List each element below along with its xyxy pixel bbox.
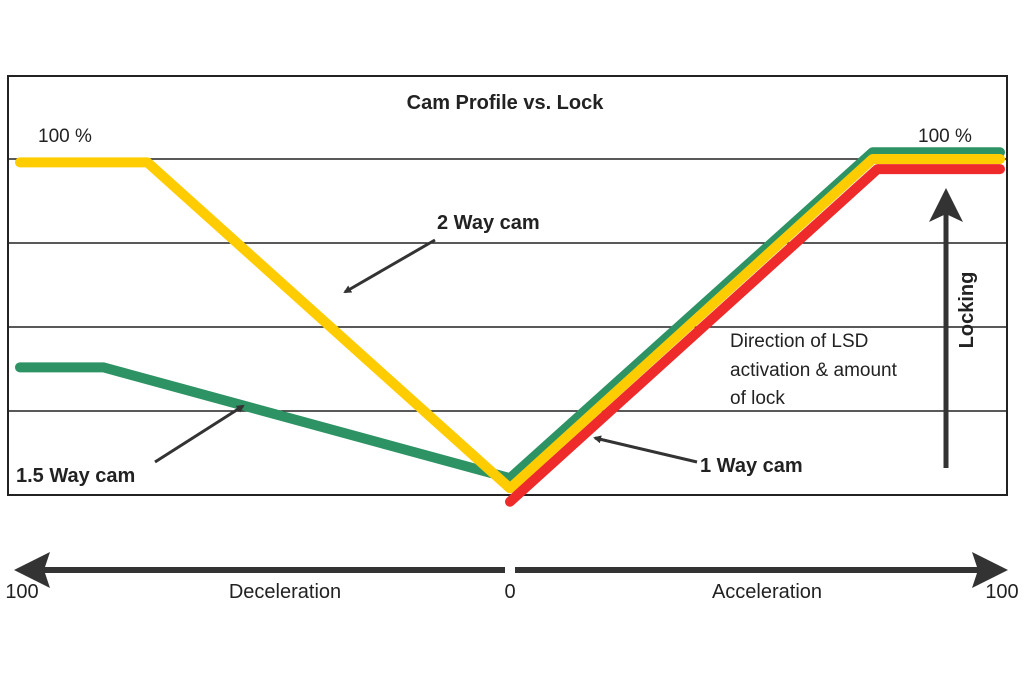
arrow-1-way-cam bbox=[593, 435, 698, 464]
series-1-way-cam bbox=[505, 164, 1005, 507]
direction-line-2: activation & amount bbox=[730, 360, 898, 381]
series-lines bbox=[15, 147, 1005, 507]
locking-arrow-head-icon bbox=[929, 188, 963, 222]
series-2-way-cam bbox=[15, 154, 1005, 494]
acceleration-label: Acceleration bbox=[712, 581, 822, 603]
series-1-5-way-cam bbox=[15, 147, 1005, 484]
left-arrow-icon bbox=[14, 552, 50, 588]
deceleration-label: Deceleration bbox=[229, 581, 341, 603]
y-max-label-right: 100 % bbox=[918, 126, 972, 147]
direction-line-1: Direction of LSD bbox=[730, 331, 868, 352]
x-left-label: 100 bbox=[5, 581, 38, 603]
x-right-label: 100 bbox=[985, 581, 1018, 603]
chart-title: Cam Profile vs. Lock bbox=[407, 92, 605, 114]
arrow-2-way-cam bbox=[343, 238, 436, 294]
label-2-way-cam: 2 Way cam bbox=[437, 212, 540, 234]
gridlines bbox=[8, 158, 1007, 412]
plot-frame bbox=[7, 75, 1008, 496]
right-arrow-icon bbox=[972, 552, 1008, 588]
direction-line-3: of lock bbox=[730, 388, 785, 409]
arrow-1-5-way-cam bbox=[154, 404, 245, 464]
x-center-label: 0 bbox=[504, 581, 515, 603]
y-max-label-left: 100 % bbox=[38, 126, 92, 147]
label-1-5-way-cam: 1.5 Way cam bbox=[16, 465, 135, 487]
locking-label: Locking bbox=[956, 272, 978, 349]
label-1-way-cam: 1 Way cam bbox=[700, 455, 803, 477]
